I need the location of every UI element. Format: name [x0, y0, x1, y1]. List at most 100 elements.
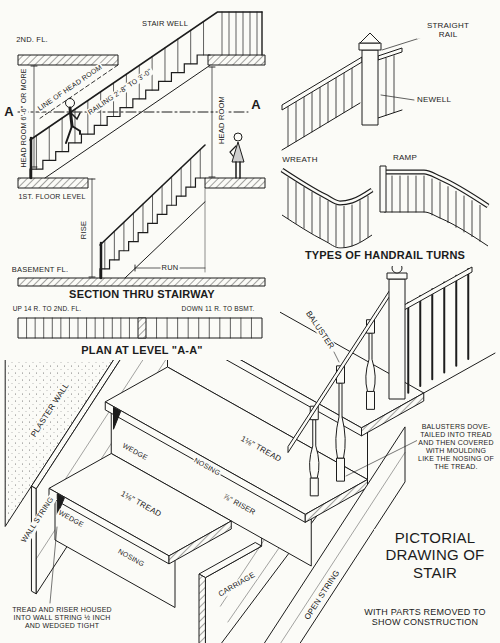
landing-edge — [424, 353, 495, 393]
baluster-line — [320, 87, 321, 127]
baluster-line — [312, 192, 313, 233]
view-title: SECTION THRU STAIRWAY — [68, 288, 216, 301]
baluster-line — [480, 205, 481, 241]
tread-line — [26, 318, 27, 338]
baluster-line — [190, 30, 191, 64]
tread-line — [78, 318, 79, 338]
baluster — [366, 333, 375, 391]
wreath-rail-face — [282, 170, 372, 203]
baluster-line — [392, 176, 393, 212]
newel-post — [362, 50, 378, 125]
head — [66, 99, 75, 108]
baluster-line — [162, 186, 163, 214]
baluster-line — [304, 96, 305, 136]
baluster-line — [62, 118, 63, 152]
baluster-line — [142, 204, 143, 232]
wreath-rail — [282, 170, 372, 203]
part-label: 1⅛" TREAD — [118, 489, 164, 520]
dimension-label: RUN — [161, 264, 180, 273]
baluster-line — [296, 182, 297, 223]
tread-nosing — [49, 488, 169, 564]
baluster-line — [288, 106, 289, 146]
wedge — [114, 407, 121, 429]
baluster-line — [236, 12, 237, 55]
baluster — [310, 420, 319, 478]
baluster-line — [352, 67, 353, 108]
construction-note: BALUSTERS DOVE-TAILED INTO TREAD AND THE… — [417, 423, 495, 471]
baluster-line — [114, 231, 115, 259]
basement-floor-slab — [18, 278, 265, 286]
stair-string — [282, 215, 372, 248]
part-label: NOSING — [116, 547, 147, 569]
baluster-line — [472, 201, 473, 237]
baluster-line — [328, 201, 329, 242]
dimension-label: HEAD ROOM 6'-6" OR MORE — [20, 67, 28, 168]
baluster-line — [152, 195, 153, 223]
leg — [72, 126, 80, 134]
baluster-line — [36, 136, 37, 170]
part-label: CARRIAGE — [216, 571, 257, 600]
tread-line — [198, 318, 199, 338]
part-label: WEDGE — [56, 508, 86, 529]
tread-line — [95, 318, 96, 338]
tread-line — [120, 318, 121, 338]
baluster-line — [352, 205, 353, 246]
baluster-line — [456, 191, 457, 227]
leader-line — [346, 440, 418, 476]
extension-line — [205, 188, 206, 272]
dimension-label: RISE — [80, 220, 89, 240]
baluster-line — [229, 12, 230, 55]
baluster-line — [164, 48, 165, 82]
leg — [66, 126, 72, 143]
baluster-line — [123, 222, 124, 250]
area-label: STAIR WELL — [141, 20, 189, 29]
ramp-rail — [384, 172, 488, 206]
tread-line — [43, 318, 44, 338]
part-label: STRAIGHT RAIL — [417, 21, 479, 39]
dimension-line — [92, 179, 93, 277]
baluster-line — [344, 72, 345, 113]
handrail — [30, 12, 262, 140]
baluster-line — [464, 196, 465, 232]
part-label: WALL STRING — [20, 495, 57, 545]
newel-post — [30, 138, 33, 178]
leader-line — [382, 38, 420, 50]
baluster — [336, 383, 345, 458]
floor-line — [378, 110, 402, 118]
part-label: BALUSTER — [303, 308, 336, 351]
part-label: RAMP — [392, 153, 418, 162]
dimension-tick — [89, 277, 95, 278]
newel-cap — [359, 43, 381, 50]
leader-line — [50, 527, 57, 603]
head — [234, 133, 242, 141]
body — [70, 108, 72, 126]
tread-nosing — [105, 402, 305, 523]
second-floor-slab — [18, 55, 118, 65]
baluster-line — [250, 12, 251, 55]
stair-string — [282, 103, 360, 150]
post-line — [261, 12, 262, 55]
newel-top — [360, 33, 380, 43]
newel-ball — [392, 263, 402, 273]
baluster-line — [171, 177, 172, 205]
tread-line — [240, 318, 241, 338]
baluster-line — [400, 176, 401, 212]
baluster-line — [440, 182, 441, 218]
first-floor-slab — [205, 178, 265, 188]
leader-line — [334, 352, 339, 362]
arm — [230, 146, 236, 156]
baluster-block — [337, 458, 345, 481]
tread-line — [35, 318, 36, 338]
baluster-line — [467, 269, 469, 359]
baluster-line — [408, 176, 409, 212]
baluster-line — [243, 12, 244, 55]
baluster-line — [431, 289, 433, 379]
head-room-line — [40, 65, 118, 118]
section-line — [18, 112, 248, 113]
leg — [239, 162, 241, 178]
baluster-line — [181, 168, 182, 196]
straight-rail — [378, 48, 402, 60]
section-mark: A — [3, 105, 15, 120]
tread-line — [52, 318, 53, 338]
ramp-rail-face — [384, 172, 488, 206]
